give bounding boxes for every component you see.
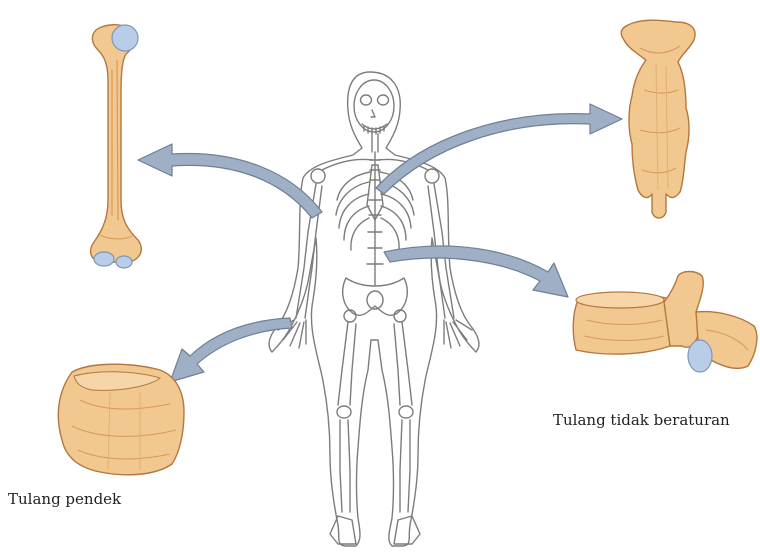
flat-bone-icon xyxy=(621,20,695,218)
arrow-to-flat-bone xyxy=(376,104,622,194)
long-bone-icon xyxy=(91,25,142,268)
irregular-bone-label: Tulang tidak beraturan xyxy=(553,411,730,429)
arrow-to-irregular-bone xyxy=(384,246,568,297)
arrow-to-long-bone xyxy=(138,144,322,218)
short-bone-label: Tulang pendek xyxy=(8,490,121,508)
vertebra-icon xyxy=(573,272,757,373)
short-bone-icon xyxy=(58,364,184,475)
